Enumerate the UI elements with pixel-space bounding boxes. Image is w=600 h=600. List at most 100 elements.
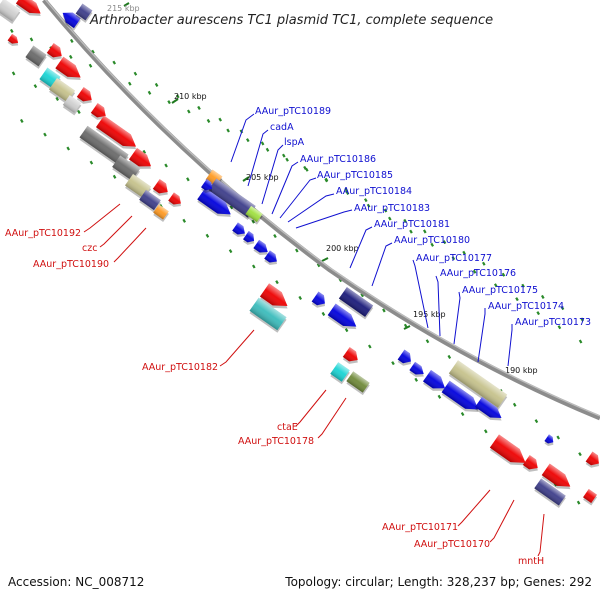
gene-block-25[interactable] xyxy=(244,205,264,225)
gene-block-1[interactable] xyxy=(0,0,21,24)
gene-block-5[interactable] xyxy=(6,33,21,49)
gene-block-36[interactable] xyxy=(248,297,287,333)
gene-block-26[interactable] xyxy=(196,187,236,223)
gene-block-28[interactable] xyxy=(231,222,249,240)
ring-0-dash xyxy=(521,283,525,288)
gene-label-aaur-ptc10189[interactable]: AAur_pTC10189 xyxy=(230,106,331,163)
svg-text:AAur_pTC10192: AAur_pTC10192 xyxy=(5,228,81,239)
ring-0-dash xyxy=(462,250,466,255)
gene-block-34[interactable] xyxy=(327,303,362,335)
gene-block-3[interactable] xyxy=(58,8,82,31)
gene-block-14-sheen xyxy=(95,115,137,147)
gene-label-mnth[interactable]: mntH xyxy=(518,513,545,567)
genome-backbone-highlight xyxy=(44,0,600,417)
gene-block-4[interactable] xyxy=(74,3,93,23)
gene-label-lspa[interactable]: lspA xyxy=(261,137,305,205)
gene-block-21[interactable] xyxy=(167,192,185,210)
gene-block-6[interactable] xyxy=(24,45,48,69)
gene-block-24[interactable] xyxy=(207,178,257,220)
gene-block-14[interactable] xyxy=(95,115,141,155)
gene-label-aaur-ptc10176[interactable]: AAur_pTC10176 xyxy=(435,268,516,337)
gene-block-41[interactable] xyxy=(408,361,428,381)
ring-1-dash xyxy=(515,297,519,302)
gene-label-cada[interactable]: cadA xyxy=(247,122,294,187)
gene-block-49[interactable] xyxy=(522,455,543,475)
gene-label-aaur-ptc10185[interactable]: AAur_pTC10185 xyxy=(279,170,393,219)
ring-2-dash xyxy=(556,435,561,440)
gene-label-czc[interactable]: czc xyxy=(82,215,133,254)
gene-block-42-sheen xyxy=(422,369,446,389)
gene-label-ctae[interactable]: ctaE xyxy=(277,389,327,433)
gene-label-aaur-ptc10174[interactable]: AAur_pTC10174 xyxy=(477,301,564,363)
gene-block-19[interactable] xyxy=(152,179,173,199)
gene-label-aaur-ptc10183[interactable]: AAur_pTC10183 xyxy=(295,203,430,229)
gene-block-50[interactable] xyxy=(541,463,576,495)
gene-block-2[interactable] xyxy=(15,0,46,21)
ring-0-dash xyxy=(501,272,506,277)
gene-block-47[interactable] xyxy=(584,451,600,471)
gene-block-48[interactable] xyxy=(489,434,532,472)
gene-block-8[interactable] xyxy=(54,56,86,86)
gene-label-aaur-ptc10192[interactable]: AAur_pTC10192 xyxy=(5,203,121,239)
gene-block-11[interactable] xyxy=(76,87,97,107)
gene-label-aaur-ptc10178[interactable]: AAur_pTC10178 xyxy=(238,397,347,447)
gene-label-aaur-ptc10186[interactable]: AAur_pTC10186 xyxy=(271,154,376,215)
gene-label-aaur-ptc10182[interactable]: AAur_pTC10182 xyxy=(142,329,255,373)
ring-0-dash xyxy=(403,218,407,223)
gene-block-35[interactable] xyxy=(259,283,293,315)
gene-label-aaur-ptc10184[interactable]: AAur_pTC10184 xyxy=(287,186,412,223)
gene-block-45[interactable] xyxy=(474,397,506,425)
gene-block-22[interactable] xyxy=(152,204,170,223)
gene-block-44[interactable] xyxy=(440,380,483,418)
gene-block-12[interactable] xyxy=(62,95,83,116)
gene-block-31[interactable] xyxy=(263,250,281,268)
gene-block-15[interactable] xyxy=(78,125,129,169)
gene-label-aaur-ptc10171[interactable]: AAur_pTC10171 xyxy=(382,489,491,533)
ring-1-dash xyxy=(494,283,498,288)
gene-label-aaur-ptc10177[interactable]: AAur_pTC10177 xyxy=(412,253,492,329)
gene-block-51[interactable] xyxy=(533,478,567,509)
ring-2-dash xyxy=(229,205,234,210)
gene-label-aaur-ptc10175[interactable]: AAur_pTC10175 xyxy=(453,285,538,345)
gene-block-6-sheen xyxy=(25,45,47,67)
gene-block-29[interactable] xyxy=(242,231,258,247)
gene-block-27[interactable] xyxy=(200,179,216,195)
gene-label-aaur-ptc10170[interactable]: AAur_pTC10170 xyxy=(414,499,515,550)
ring-1-dash xyxy=(91,49,95,54)
svg-text:AAur_pTC10181: AAur_pTC10181 xyxy=(374,219,450,230)
ring-3-dash xyxy=(89,160,94,165)
gene-block-40[interactable] xyxy=(396,349,415,369)
gene-block-38[interactable] xyxy=(329,362,351,385)
ring-3-dash xyxy=(228,249,233,254)
gene-block-48-sheen xyxy=(489,434,526,463)
ring-0-dash xyxy=(245,138,250,143)
gene-block-37[interactable] xyxy=(342,347,363,367)
ring-3-dash xyxy=(344,328,349,333)
ring-3-dash xyxy=(391,361,395,366)
gene-label-aaur-ptc10190[interactable]: AAur_pTC10190 xyxy=(33,227,147,270)
gene-label-aaur-ptc10181[interactable]: AAur_pTC10181 xyxy=(349,219,450,269)
gene-block-52[interactable] xyxy=(582,489,598,506)
gene-block-13[interactable] xyxy=(90,103,111,123)
gene-block-39-sheen xyxy=(346,371,370,393)
gene-block-33[interactable] xyxy=(338,287,375,320)
ring-0-dash xyxy=(9,28,14,33)
reverse-strand-labels: AAur_pTC10192 czc AAur_pTC10190 AAur_pTC… xyxy=(5,203,545,567)
ring-2-dash xyxy=(295,248,299,253)
gene-label-aaur-ptc10173[interactable]: AAur_pTC10173 xyxy=(507,317,591,367)
gene-block-7[interactable] xyxy=(46,43,67,63)
gene-block-16[interactable] xyxy=(128,147,156,175)
gene-block-46[interactable] xyxy=(543,434,557,448)
ring-0-dash xyxy=(167,100,171,105)
gene-block-10-sheen xyxy=(48,77,76,103)
gene-block-20[interactable] xyxy=(138,189,162,213)
ring-2-dash xyxy=(11,71,16,76)
gene-block-4-sheen xyxy=(75,3,93,21)
gene-label-aaur-ptc10180[interactable]: AAur_pTC10180 xyxy=(371,235,470,287)
gene-block-32[interactable] xyxy=(310,291,329,311)
gene-block-39[interactable] xyxy=(345,371,371,396)
gene-block-43[interactable] xyxy=(448,360,509,411)
gene-block-42[interactable] xyxy=(422,369,450,397)
ring-3-dash xyxy=(321,311,326,316)
gene-block-30[interactable] xyxy=(252,239,272,259)
